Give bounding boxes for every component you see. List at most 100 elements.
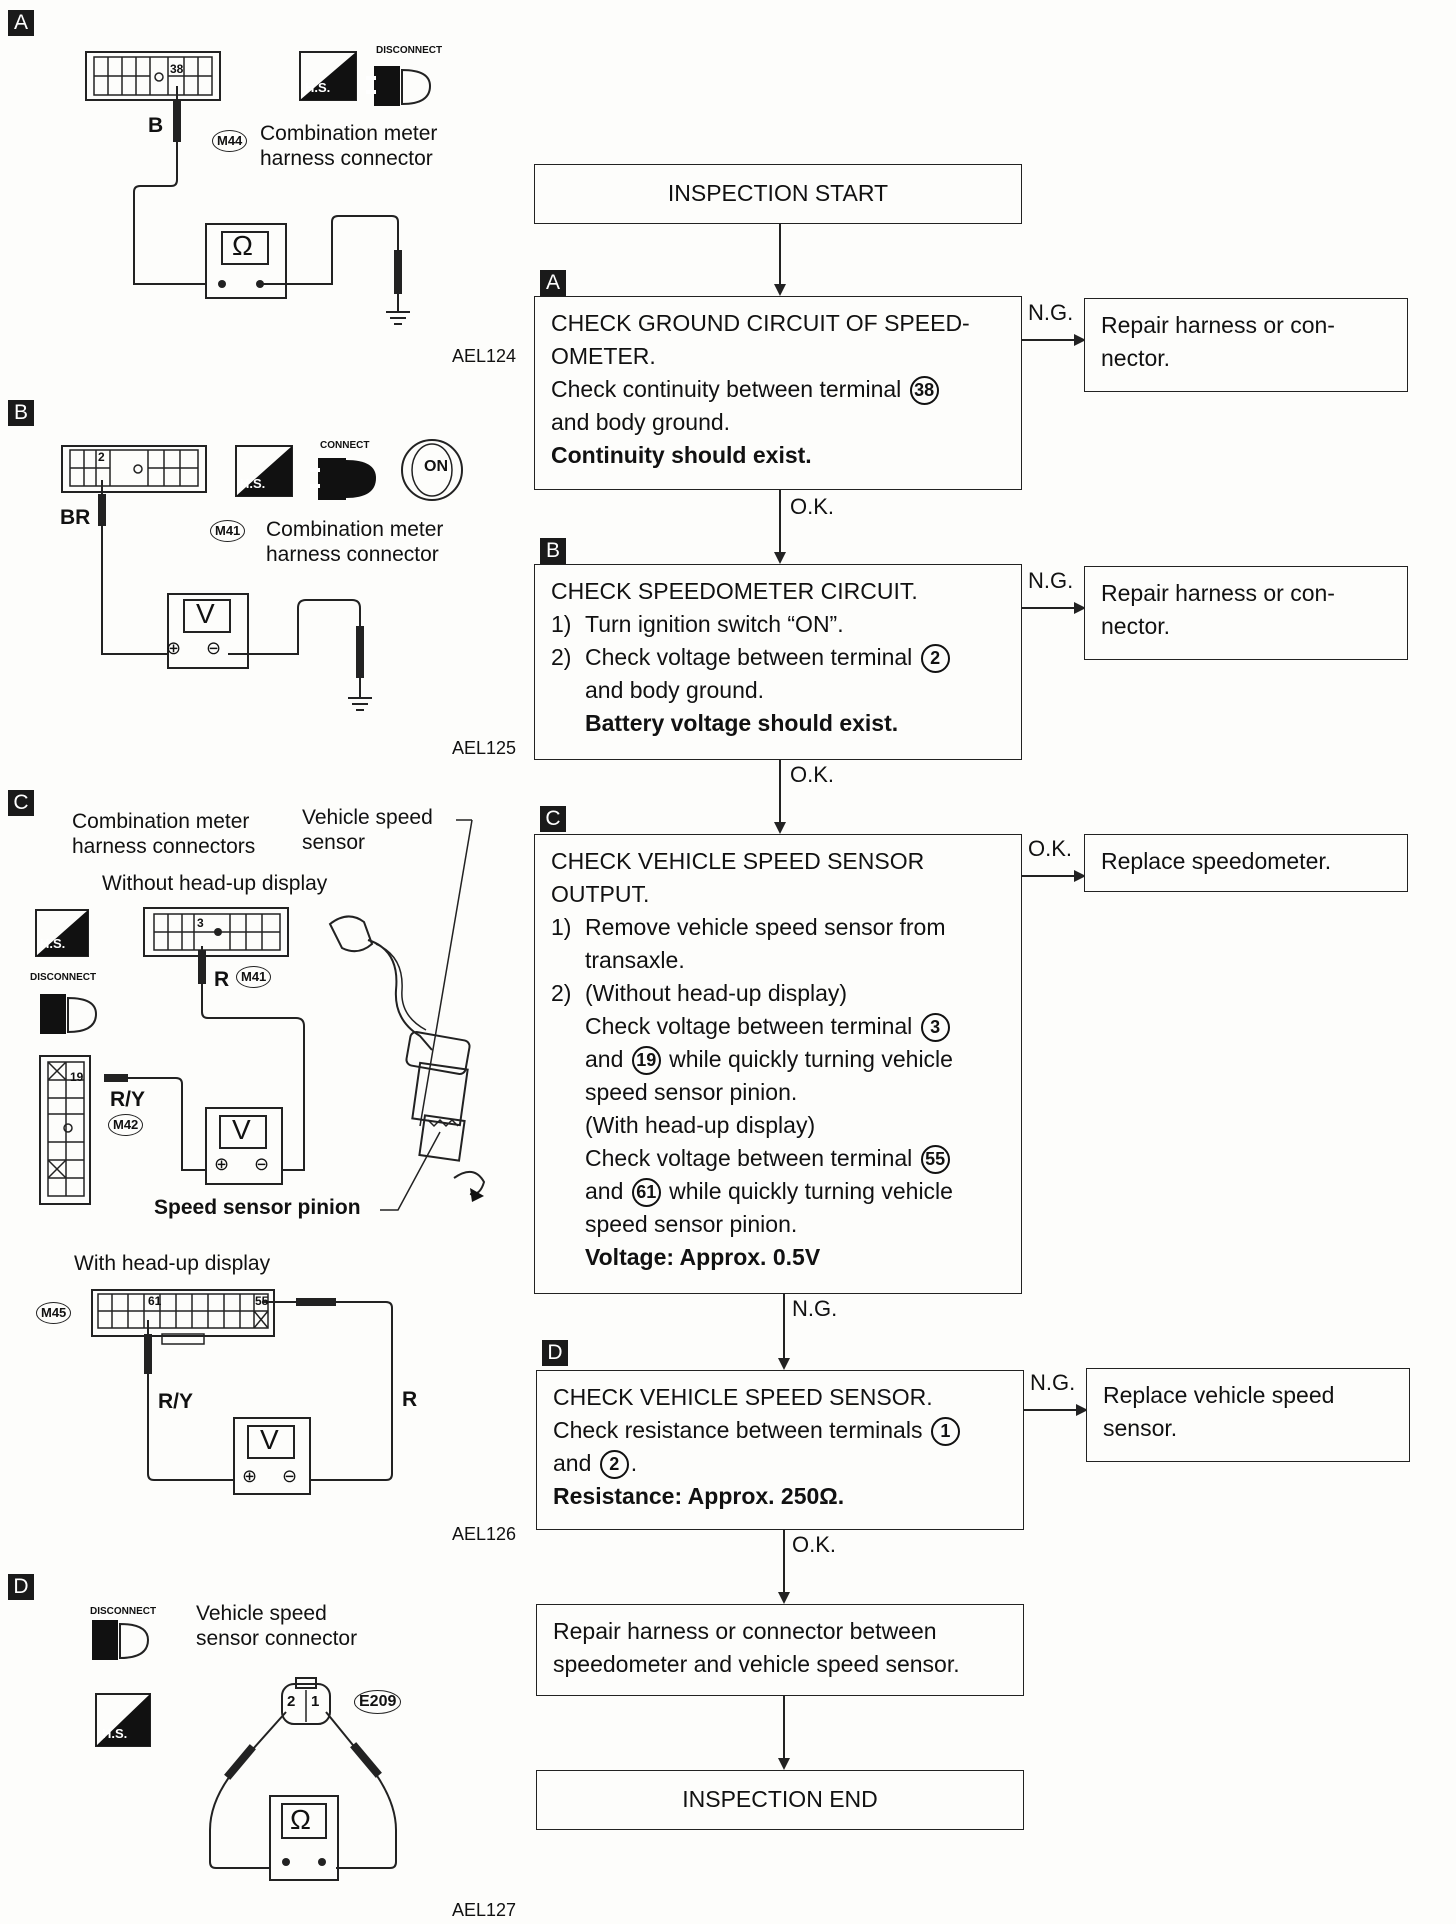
diagram-c-connector-m45 xyxy=(91,1289,275,1345)
step-c-num-1: 1) xyxy=(551,914,572,940)
section-tag-d: D xyxy=(8,1574,34,1600)
step-a-line-1: CHECK GROUND CIRCUIT OF SPEED- xyxy=(551,310,970,336)
sensor-connector-e209 xyxy=(281,1677,331,1725)
step-c-line-2: OUTPUT. xyxy=(551,881,650,907)
step-c-line-13: Voltage: Approx. 0.5V xyxy=(585,1244,821,1270)
wire-color-a: B xyxy=(148,114,164,137)
plus-c2: ⊕ xyxy=(242,1466,258,1486)
plus-b: ⊕ xyxy=(166,638,182,658)
diagram-c-connector-m42 xyxy=(39,1055,91,1205)
diagram-c-connector-m41 xyxy=(143,907,289,957)
step-b-line-3-text: Check voltage between terminal xyxy=(585,644,913,670)
ng-label-a: N.G. xyxy=(1028,300,1074,325)
volt-symbol-b: V xyxy=(196,598,215,629)
step-a-line-4: and body ground. xyxy=(551,409,731,435)
repair-b-line-2: nector. xyxy=(1101,613,1171,639)
step-d-box: CHECK VEHICLE SPEED SENSOR. Check resist… xyxy=(536,1370,1024,1530)
diagram-c-title-1: Combination meter xyxy=(72,810,250,833)
step-a-line-3: Check continuity between terminal 38 xyxy=(551,373,941,406)
diagram-b-title-1: Combination meter xyxy=(266,518,444,541)
step-b-line-2: Turn ignition switch “ON”. xyxy=(585,611,844,637)
pin-55-label: 55 xyxy=(255,1294,269,1308)
hs-label-c: H.S. xyxy=(40,936,66,951)
step-c-line-11: and 61 while quickly turning vehicle xyxy=(585,1175,953,1208)
sensor-label-1: Vehicle speed xyxy=(302,806,433,829)
ng-label-b: N.G. xyxy=(1028,568,1074,593)
repair-b-box: Repair harness or con- nector. xyxy=(1084,566,1408,660)
step-d-line-3: and 2. xyxy=(553,1447,637,1480)
diagram-b-title-2: harness connector xyxy=(266,543,439,566)
replace-sensor-line-1: Replace vehicle speed xyxy=(1103,1382,1335,1408)
diagram-a-connector xyxy=(85,51,221,101)
inspection-start-text: INSPECTION START xyxy=(667,180,889,206)
step-d-line-4: Resistance: Approx. 250Ω. xyxy=(553,1483,845,1509)
voltmeter-c2 xyxy=(233,1417,311,1495)
pin-2-label: 2 xyxy=(98,450,105,464)
with-hud-label: With head-up display xyxy=(74,1252,271,1275)
diagram-b-connector xyxy=(61,445,207,493)
volt-symbol-c2: V xyxy=(260,1424,279,1455)
replace-speedometer-text: Replace speedometer. xyxy=(1101,848,1332,874)
step-b-line-4: and body ground. xyxy=(585,677,765,703)
step-c-line-1: CHECK VEHICLE SPEED SENSOR xyxy=(551,848,925,874)
wire-color-ry: R/Y xyxy=(110,1088,146,1111)
diagram-a-title-1: Combination meter xyxy=(260,122,438,145)
wire-color-b: BR xyxy=(60,506,91,529)
hs-icon-a xyxy=(299,51,357,101)
step-c-line-5: (Without head-up display) xyxy=(585,980,848,1006)
repair-a-box: Repair harness or con- nector. xyxy=(1084,298,1408,392)
step-a-line-2: OMETER. xyxy=(551,343,656,369)
connect-icon-b xyxy=(310,458,376,500)
section-tag-b: B xyxy=(8,400,34,426)
step-c-line-7: and 19 while quickly turning vehicle xyxy=(585,1043,953,1076)
diagram-c-title-2: harness connectors xyxy=(72,835,256,858)
ohm-symbol-d: Ω xyxy=(290,1804,311,1835)
repair-final-box: Repair harness or connector between spee… xyxy=(536,1604,1024,1696)
step-c-line-11-and: and xyxy=(585,1178,624,1204)
flow-arrows xyxy=(774,224,1088,1770)
disconnect-label-a: DISCONNECT xyxy=(376,45,443,56)
ohm-symbol-a: Ω xyxy=(232,230,253,261)
inspection-start-box: INSPECTION START xyxy=(534,164,1022,224)
repair-a-line-2: nector. xyxy=(1101,345,1171,371)
diagram-d-title-1: Vehicle speed xyxy=(196,1602,327,1625)
replace-sensor-line-2: sensor. xyxy=(1103,1415,1178,1441)
step-b-num-1: 1) xyxy=(551,611,572,637)
pin-3-label: 3 xyxy=(197,916,204,930)
disconnect-label-d: DISCONNECT xyxy=(90,1606,157,1617)
step-d-line-3-and: and xyxy=(553,1450,592,1476)
step-c-line-3: Remove vehicle speed sensor from xyxy=(585,914,946,940)
step-d-line-3-period: . xyxy=(630,1450,638,1476)
replace-speedometer-box: Replace speedometer. xyxy=(1084,834,1408,892)
ok-label-a: O.K. xyxy=(790,494,835,519)
figure-code-c: AEL126 xyxy=(452,1524,517,1544)
pin-38-label: 38 xyxy=(170,62,184,76)
diagram-a-title-2: harness connector xyxy=(260,147,433,170)
disconnect-icon-c xyxy=(40,994,98,1034)
figure-code-b: AEL125 xyxy=(452,738,517,758)
repair-b-line-1: Repair harness or con- xyxy=(1101,580,1335,606)
section-tag-c: C xyxy=(8,790,34,816)
ok-label-d: O.K. xyxy=(792,1532,837,1557)
pin-61-label: 61 xyxy=(148,1294,162,1308)
ignition-key-icon xyxy=(401,439,463,501)
minus-c2: ⊖ xyxy=(282,1466,298,1486)
step-tag-a: A xyxy=(540,270,566,296)
terminal-1: 1 xyxy=(930,1417,960,1447)
ignition-on-label: ON xyxy=(424,458,448,475)
without-hud-label: Without head-up display xyxy=(102,872,328,895)
figure-code-d: AEL127 xyxy=(452,1900,517,1920)
connector-id-m42: M42 xyxy=(108,1114,144,1136)
hs-label-a: H.S. xyxy=(305,80,331,95)
voltmeter-b xyxy=(167,593,249,669)
connector-id-b: M41 xyxy=(210,520,246,542)
hs-label-d: H.S. xyxy=(102,1726,128,1741)
repair-final-line-1: Repair harness or connector between xyxy=(553,1618,937,1644)
connector-id-m41: M41 xyxy=(236,966,272,988)
vehicle-speed-sensor-drawing xyxy=(328,819,486,1211)
step-d-line-1: CHECK VEHICLE SPEED SENSOR. xyxy=(553,1384,933,1410)
ok-label-c: O.K. xyxy=(1028,836,1073,861)
step-b-num-2: 2) xyxy=(551,644,572,670)
inspection-end-box: INSPECTION END xyxy=(536,1770,1024,1830)
